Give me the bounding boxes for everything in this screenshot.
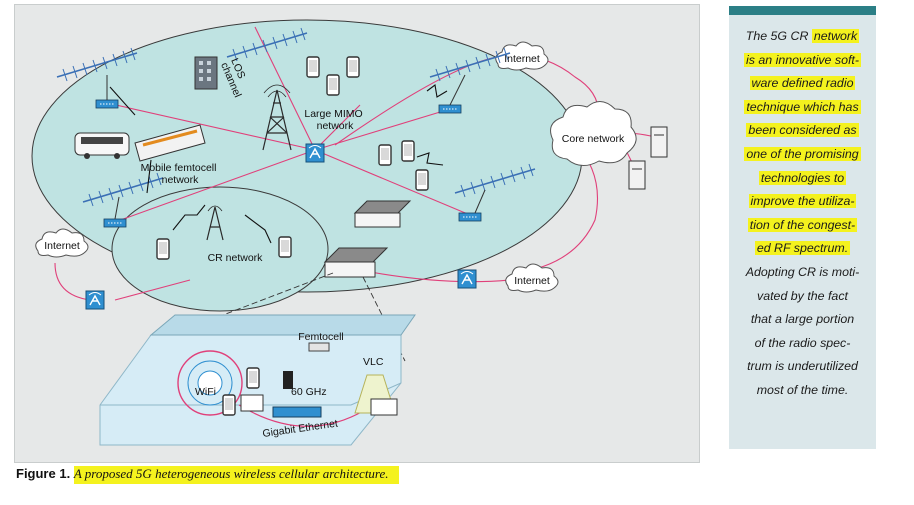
sidebar-line: been considered as xyxy=(746,123,859,138)
indoor-house xyxy=(99,314,416,446)
sidebar-line: improve the utiliza- xyxy=(748,194,857,209)
base-station-icon xyxy=(85,290,105,310)
wifi-label: WiFi xyxy=(195,386,216,398)
femtocell-label: Femtocell xyxy=(298,331,344,343)
sidebar-line: Adopting CR is moti- xyxy=(745,264,860,279)
figure-caption-text: A proposed 5G heterogeneous wireless cel… xyxy=(73,466,399,484)
sidebar-line: that a large portion xyxy=(750,312,855,327)
large-mimo-line2: network xyxy=(317,120,355,132)
large-mimo-line1: Large MIMO xyxy=(304,108,362,120)
internet-label-left: Internet xyxy=(44,240,80,252)
bus-icon xyxy=(74,132,130,159)
phone-icon xyxy=(306,56,320,78)
wireless-link-arrows xyxy=(109,84,448,244)
internet-label-bottom: Internet xyxy=(514,275,550,287)
house-icon xyxy=(353,200,412,228)
train-icon xyxy=(134,124,206,162)
router-icon xyxy=(438,104,462,114)
sidebar-line: tion of the congest- xyxy=(747,217,858,232)
server-icon xyxy=(628,126,668,190)
router-icon xyxy=(103,218,127,228)
los-channel-label: LOS channel xyxy=(218,56,254,99)
core-network-label: Core network xyxy=(562,133,625,145)
large-mimo-label: Large MIMO network xyxy=(304,108,365,132)
figure-caption: Figure 1. A proposed 5G heterogeneous wi… xyxy=(16,466,399,484)
house-icon xyxy=(323,247,389,278)
sidebar-line: technologies to xyxy=(758,170,847,185)
mobile-femtocell-label: Mobile femtocell network xyxy=(141,162,220,186)
sidebar-line: vated by the fact xyxy=(757,288,848,303)
office-building-icon xyxy=(194,56,218,90)
phone-icon xyxy=(278,236,292,258)
sidebar-line: most of the time. xyxy=(756,382,849,397)
cr-network-ellipse xyxy=(111,186,329,312)
internet-label-top: Internet xyxy=(504,53,540,65)
router-icon xyxy=(458,212,482,222)
macro-tower-icon xyxy=(262,84,292,151)
phone-icon xyxy=(346,56,360,78)
phone-icon xyxy=(401,140,415,162)
figure-number: Figure 1. xyxy=(16,466,71,481)
phone-icon xyxy=(415,169,429,191)
sidebar-line: is an innovative soft- xyxy=(744,52,861,67)
sidebar-line: ed RF spectrum. xyxy=(754,241,851,256)
phone-icon xyxy=(156,238,170,260)
mobile-femtocell-line2: network xyxy=(162,174,200,186)
sidebar-text: The 5G CR network is an innovative soft-w… xyxy=(729,15,876,403)
sidebar-line: ware defined radio xyxy=(749,76,856,91)
sidebar-line: of the radio spec- xyxy=(754,335,851,350)
network-diagram: Internet Internet Internet Core network … xyxy=(31,19,668,446)
router-icon xyxy=(95,99,119,109)
sidebar-line: technique which has xyxy=(744,99,861,114)
cr-tower-icon xyxy=(206,205,224,241)
core-network-cloud xyxy=(550,101,637,166)
base-station-icon xyxy=(457,269,477,289)
sidebar-line: The 5G CR network xyxy=(745,29,860,43)
vlc-label: VLC xyxy=(363,356,384,368)
figure-panel: Internet Internet Internet Core network … xyxy=(14,4,700,463)
sidebar-line: one of the promising xyxy=(744,146,861,161)
sidebar-line: trum is underutilized xyxy=(747,359,858,374)
sidebar-callout: The 5G CR network is an innovative soft-w… xyxy=(729,6,876,449)
cr-network-label: CR network xyxy=(208,252,264,264)
60ghz-label: 60 GHz xyxy=(291,386,327,398)
phone-icon xyxy=(378,144,392,166)
phone-icon xyxy=(326,74,340,96)
central-base-station-icon xyxy=(305,143,325,163)
mobile-femtocell-line1: Mobile femtocell xyxy=(141,162,217,174)
